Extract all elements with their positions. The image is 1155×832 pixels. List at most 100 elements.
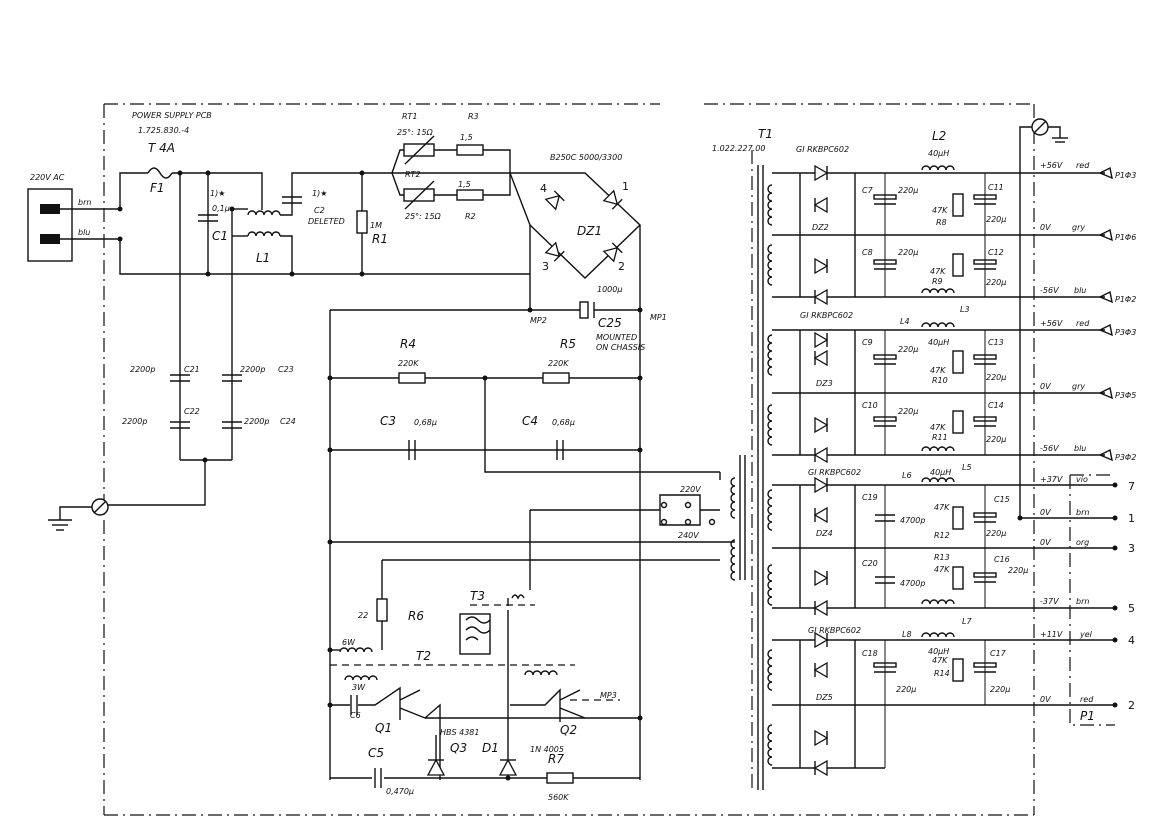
l1-label: L1 — [256, 251, 270, 265]
t1-label: T1 — [758, 127, 773, 141]
r11-label: R11 — [932, 433, 948, 442]
r7-label: R7 — [548, 752, 564, 766]
r5-value: 220K — [548, 359, 569, 368]
c22-label: C22 — [184, 407, 200, 416]
p1-label: P1 — [1080, 709, 1095, 723]
wire-brn-label: brn — [78, 198, 91, 207]
r10-label: R10 — [932, 376, 948, 385]
c25-note-2: ON CHASSIS — [596, 343, 645, 352]
mains-label: 220V AC — [30, 173, 65, 182]
c21-label: C21 — [184, 365, 200, 374]
c13-label: C13 — [988, 338, 1004, 347]
dz5-label: DZ5 — [816, 693, 833, 702]
out-4-color: red — [1076, 319, 1090, 328]
c13-value: 220µ — [986, 373, 1006, 382]
bridge-type: B250C 5000/3300 — [550, 153, 622, 162]
out-12-pin: 2 — [1128, 699, 1135, 712]
c8-label: C8 — [862, 248, 873, 257]
q1-label: Q1 — [375, 721, 392, 735]
r9-label: R9 — [932, 277, 943, 286]
t3-label: T3 — [470, 589, 485, 603]
c24-value: 2200p — [244, 417, 269, 426]
t1-part: 1.022.227.00 — [712, 144, 765, 153]
bridge-pin-2: 2 — [618, 260, 625, 273]
c18-label: C18 — [862, 649, 878, 658]
bridge-pin-3: 3 — [542, 260, 549, 273]
t2-w1-label: 6W — [342, 638, 356, 647]
bridge-rectifier-dz1 — [508, 172, 643, 780]
l5-label: L5 — [962, 463, 972, 472]
secondary-rectifiers — [772, 165, 1115, 776]
transformer-t1 — [739, 165, 773, 790]
r12-value: 47K — [934, 503, 950, 512]
c11-value: 220µ — [986, 215, 1006, 224]
l6-value: 40µH — [930, 468, 951, 477]
rt2-label: RT2 — [405, 170, 421, 179]
out-10-pin: 5 — [1128, 602, 1135, 615]
out-2-color: gry — [1072, 223, 1085, 232]
r13-label: R13 — [934, 553, 950, 562]
r1-value: 1M — [370, 221, 382, 230]
r4-label: R4 — [400, 337, 416, 351]
c4-value: 0,68µ — [552, 418, 575, 427]
r4-value: 220K — [398, 359, 419, 368]
c22-value: 2200p — [122, 417, 147, 426]
out-3-voltage: -56V — [1040, 286, 1059, 295]
c1-value: 0,1µ — [212, 204, 230, 213]
ground-capacitors — [48, 310, 243, 531]
c15-value: 220µ — [986, 529, 1006, 538]
l2-label: L2 — [932, 129, 946, 143]
c16-value: 220µ — [1008, 566, 1028, 575]
r2-value: 1,5 — [458, 180, 471, 189]
c10-value: 220µ — [898, 407, 918, 416]
c1-note: 1)★ — [210, 189, 225, 198]
c23-value: 2200p — [240, 365, 265, 374]
r6-label: R6 — [408, 609, 424, 623]
c15-label: C15 — [994, 495, 1010, 504]
out-3-color: blu — [1074, 286, 1086, 295]
c25-value: 1000µ — [597, 285, 622, 294]
c20-label: C20 — [862, 559, 878, 568]
c3-value: 0,68µ — [414, 418, 437, 427]
out-2-pin: P1Φ6 — [1115, 233, 1136, 242]
labels: POWER SUPPLY PCB 1.725.830.-4 220V AC br… — [30, 111, 1136, 802]
out-12-voltage: 0V — [1040, 695, 1051, 704]
out-11-pin: 4 — [1128, 634, 1135, 647]
bridge-pin-1: 1 — [622, 180, 629, 193]
dz4-type: GI RKBPC602 — [808, 468, 861, 477]
c9-label: C9 — [862, 338, 873, 347]
r7-value: 560K — [548, 793, 569, 802]
rt1-label: RT1 — [402, 112, 418, 121]
r14-label: R14 — [934, 669, 950, 678]
c2-note: 1)★ — [312, 189, 327, 198]
l8-value: 40µH — [928, 647, 949, 656]
inverter-wiring — [327, 309, 736, 789]
c18-value: 220µ — [896, 685, 916, 694]
rt1-value: 25°: 15Ω — [397, 128, 434, 137]
d1-label: D1 — [482, 741, 499, 755]
dz4-label: DZ4 — [816, 529, 833, 538]
out-4-voltage: +56V — [1040, 319, 1063, 328]
out-6-color: blu — [1074, 444, 1086, 453]
mp1-label: MP1 — [650, 313, 667, 322]
c7-label: C7 — [862, 186, 874, 195]
c5-label: C5 — [368, 746, 384, 760]
out-4-pin: P3Φ3 — [1115, 328, 1136, 337]
c4-label: C4 — [522, 414, 538, 428]
l3-label: L3 — [960, 305, 970, 314]
c14-label: C14 — [988, 401, 1004, 410]
c19-value: 4700p — [900, 516, 925, 525]
wire-blu-label: blu — [78, 228, 90, 237]
l7-label: L7 — [962, 617, 972, 626]
pcb-border — [103, 103, 1115, 816]
out-8-voltage: 0V — [1040, 508, 1051, 517]
r8-value: 47K — [932, 206, 948, 215]
r10-value: 47K — [930, 366, 946, 375]
c12-value: 220µ — [986, 278, 1006, 287]
dz5-type: GI RKBPC602 — [808, 626, 861, 635]
c1-label: C1 — [212, 229, 228, 243]
out-5-pin: P3Φ5 — [1115, 391, 1136, 400]
c20-value: 4700p — [900, 579, 925, 588]
l6-label: L6 — [902, 471, 912, 480]
out-11-color: yel — [1079, 630, 1093, 639]
